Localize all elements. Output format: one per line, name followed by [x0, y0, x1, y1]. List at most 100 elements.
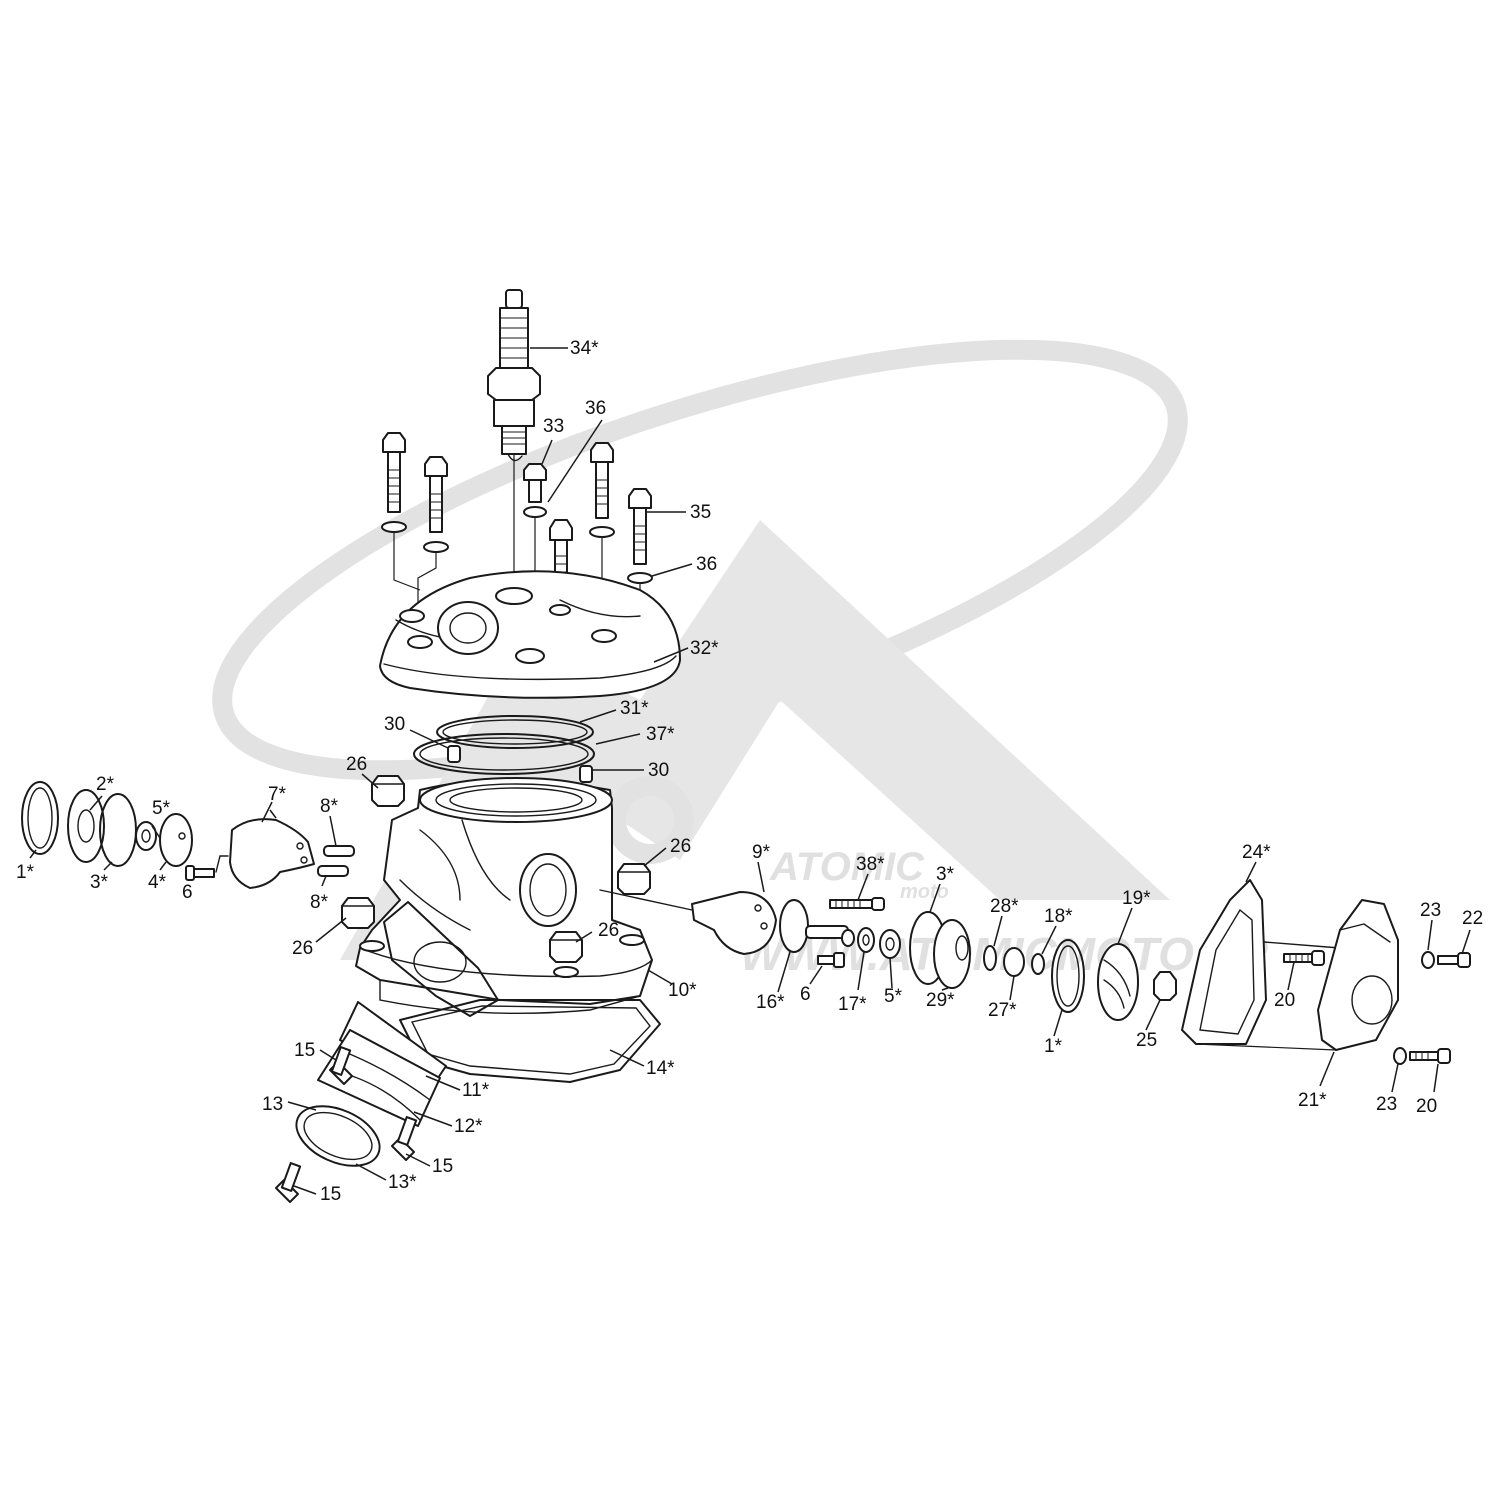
callout-12: 12*	[454, 1116, 483, 1137]
nut-26-left	[341, 897, 375, 929]
callout-10: 10*	[668, 980, 697, 1001]
callout-13-plain: 13	[262, 1094, 283, 1115]
callout-37: 37*	[646, 724, 675, 745]
callout-23-top: 23	[1420, 900, 1441, 921]
callout-2: 2*	[96, 774, 115, 795]
nut-26-top	[371, 775, 405, 807]
callout-20-bottom: 20	[1416, 1096, 1437, 1117]
callout-36-right: 36	[696, 554, 717, 575]
head-bolts	[381, 432, 653, 680]
callout-14: 14*	[646, 1058, 675, 1079]
callout-30-right: 30	[648, 760, 669, 781]
bush-27	[1003, 947, 1025, 977]
screw-6-left	[185, 865, 215, 881]
callout-15-bottom: 15	[320, 1184, 341, 1205]
callout-labels: 34* 36 33 35 36 32* 31* 30 37* 30 26 2* …	[16, 338, 1483, 1205]
callout-7: 7*	[268, 784, 287, 805]
callout-22: 22	[1462, 908, 1483, 929]
callout-27: 27*	[988, 1000, 1017, 1021]
callout-20-top: 20	[1274, 990, 1295, 1011]
leader-lines	[29, 347, 1471, 1195]
plate-16	[779, 899, 809, 953]
callout-11: 11*	[462, 1080, 490, 1101]
plate-4	[159, 813, 193, 867]
cylinder-head	[379, 570, 681, 699]
head-bolt-1	[381, 432, 407, 533]
callout-34: 34*	[570, 338, 599, 359]
intake-bolt-15-right	[391, 1116, 418, 1161]
callout-26-front: 26	[598, 920, 619, 941]
nut-25	[1153, 971, 1177, 1001]
callout-9: 9*	[752, 842, 771, 863]
callout-16: 16*	[756, 992, 785, 1013]
callout-32: 32*	[690, 638, 719, 659]
cover-29	[933, 919, 971, 989]
head-bolt-2	[423, 456, 449, 553]
callout-3-right: 3*	[936, 864, 955, 885]
callout-17: 17*	[838, 994, 867, 1015]
callout-3-left: 3*	[90, 872, 109, 893]
callout-29: 29*	[926, 990, 955, 1011]
callout-6-left: 6	[182, 882, 193, 903]
cylinder-nuts	[341, 775, 651, 963]
callout-31: 31*	[620, 698, 649, 719]
callout-21: 21*	[1298, 1090, 1327, 1111]
watermark-brand: ATOMIC	[769, 845, 925, 889]
callout-36-top: 36	[585, 398, 606, 419]
washer-23-top	[1421, 951, 1435, 969]
callout-1-left: 1*	[16, 862, 35, 883]
callout-28: 28*	[990, 896, 1019, 917]
screw-6-right	[817, 952, 845, 968]
intake-bolt-15-bottom	[275, 1162, 302, 1203]
washer-23-bottom	[1393, 1047, 1407, 1065]
intake-assembly	[275, 901, 499, 1203]
impeller-19	[1097, 943, 1139, 1021]
oring-3-left	[99, 793, 137, 867]
gasket-24	[1181, 879, 1267, 1045]
callout-26-left: 26	[292, 938, 313, 959]
callout-38: 38*	[856, 854, 885, 875]
watermark-brand-sub: moto	[900, 881, 949, 903]
callout-1-right: 1*	[1044, 1036, 1063, 1057]
head-bolt-35	[627, 488, 653, 584]
screw-38	[829, 897, 885, 911]
callout-19: 19*	[1122, 888, 1151, 909]
callout-25: 25	[1136, 1030, 1157, 1051]
head-bolt-4	[589, 442, 615, 538]
intake-bolt-15-top	[329, 1046, 353, 1085]
callout-33: 33	[543, 416, 564, 437]
callout-8-top: 8*	[320, 796, 339, 817]
watermark-logo: ATOMIC moto WWW.ATOMICMOTO.FR	[212, 339, 1268, 980]
bush-5-right	[879, 929, 901, 959]
callout-5-left: 5*	[152, 798, 171, 819]
washer-18	[1031, 953, 1045, 975]
nut-26-right	[617, 863, 651, 895]
exhaust-valve-7	[229, 818, 315, 889]
circlip-1-left	[21, 781, 59, 855]
pin-8a	[323, 845, 355, 857]
screw-20-bottom	[1409, 1048, 1451, 1064]
callout-4: 4*	[148, 872, 167, 893]
washer-28	[983, 945, 997, 971]
head-gaskets	[413, 715, 595, 783]
callout-18: 18*	[1044, 906, 1073, 927]
right-pump-group	[599, 879, 1471, 1065]
cylinder-block	[355, 777, 653, 1015]
seal-17	[857, 927, 875, 953]
callout-15-top: 15	[294, 1040, 315, 1061]
screw-20-top	[1283, 950, 1325, 966]
head-bolt-33	[523, 463, 547, 518]
callout-23-bottom: 23	[1376, 1094, 1397, 1115]
callout-30-left: 30	[384, 714, 405, 735]
callout-6-right: 6	[800, 984, 811, 1005]
pin-8b	[317, 865, 349, 877]
circlip-1-right	[1051, 939, 1085, 1013]
callout-24: 24*	[1242, 842, 1271, 863]
callout-15-right: 15	[432, 1156, 453, 1177]
pump-cover-21	[1317, 899, 1399, 1051]
spark-plug	[487, 289, 541, 462]
callout-26-right: 26	[670, 836, 691, 857]
screw-22	[1437, 952, 1471, 968]
nut-26-front	[549, 931, 583, 963]
